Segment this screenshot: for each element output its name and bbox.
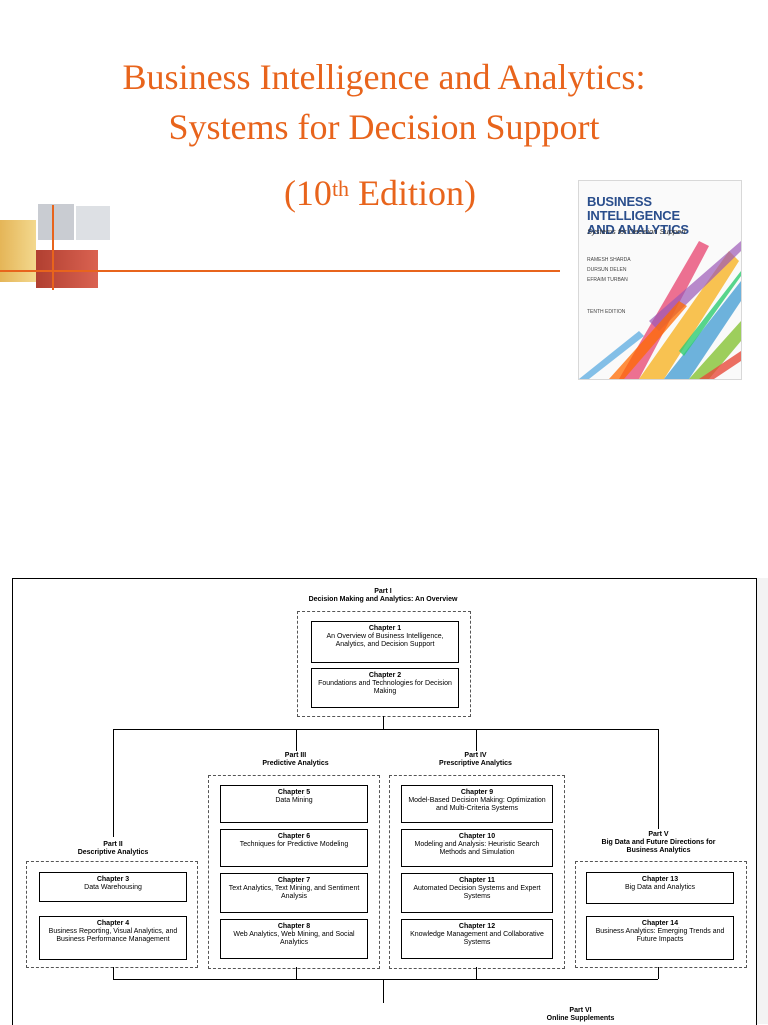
connector-line [658,967,659,979]
edition-label: (10th Edition) [120,168,640,218]
connector-line [296,729,297,751]
cover-author: EFRAIM TURBAN [587,277,628,283]
side-stripe [757,578,768,1024]
connector-line [113,729,658,730]
cover-subtitle: Systems for Decision Support [587,227,686,236]
connector-line [658,729,659,829]
connector-line [476,729,477,751]
connector-line [296,967,297,979]
cover-edition: TENTH EDITION [587,309,625,315]
cover-author: RAMESH SHARDA [587,257,631,263]
connector-line [383,979,384,1003]
connector-line [476,967,477,979]
connector-line [113,729,114,837]
page-title-line1: Business Intelligence and Analytics: [0,52,768,102]
cover-author: DURSUN DELEN [587,267,626,273]
connector-line [113,979,658,980]
connector-line [383,716,384,730]
page-title-line2: Systems for Decision Support [0,102,768,152]
connector-line [113,967,114,979]
